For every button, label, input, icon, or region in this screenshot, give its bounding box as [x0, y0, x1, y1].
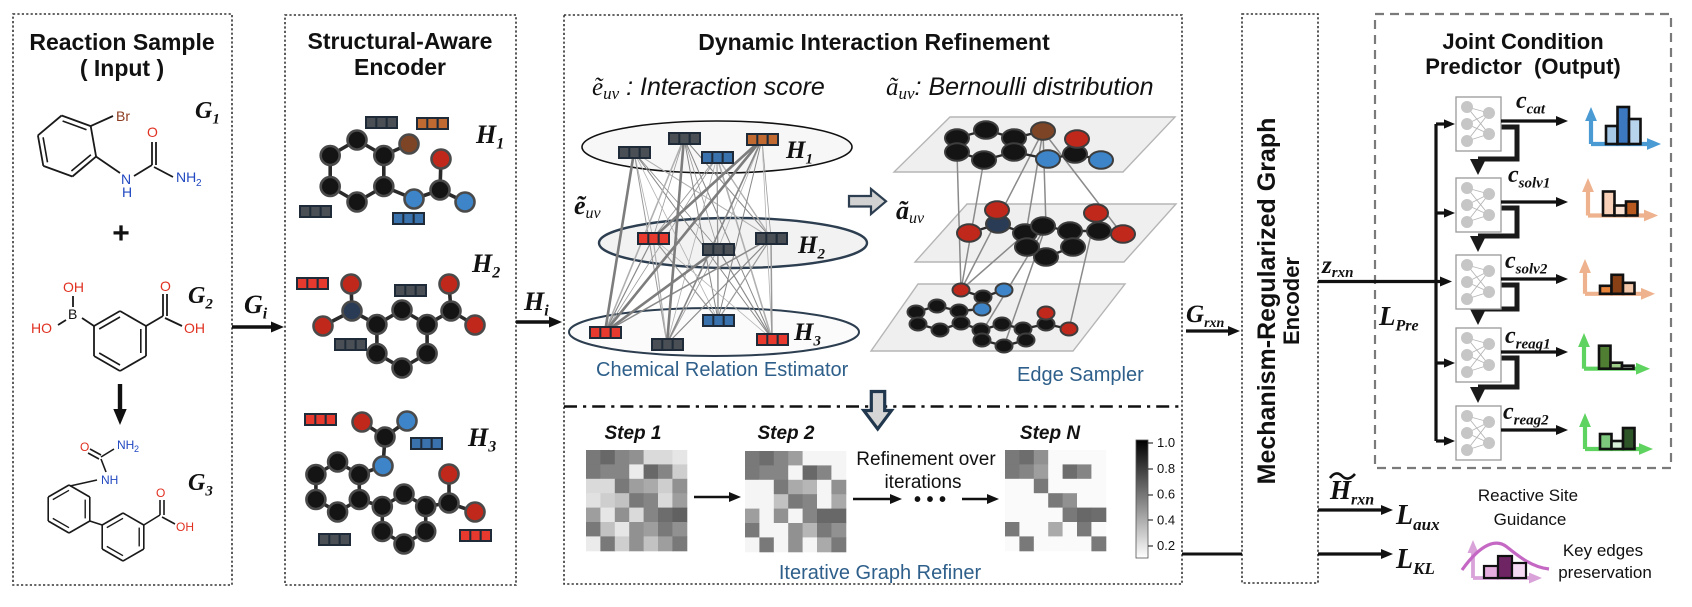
svg-text:B: B: [68, 306, 77, 322]
svg-text:Gi: Gi: [244, 290, 268, 323]
svg-text:Predictor (Output): Predictor (Output): [1425, 54, 1621, 79]
svg-text:ẽuv: ẽuv: [574, 191, 602, 222]
svg-text:H3: H3: [467, 423, 496, 456]
svg-text:H: H: [122, 184, 132, 200]
svg-text:OH: OH: [176, 520, 194, 534]
svg-text:ãuv: ãuv: [896, 196, 925, 227]
svg-text:• • •: • • •: [914, 489, 946, 511]
svg-text:O: O: [156, 486, 165, 500]
svg-text:Key edges: Key edges: [1563, 541, 1643, 560]
svg-text:O: O: [147, 124, 158, 140]
svg-text:O: O: [160, 278, 171, 294]
svg-text:preservation: preservation: [1558, 563, 1652, 582]
svg-text:Reactive Site: Reactive Site: [1478, 486, 1578, 505]
svg-text:Refinement over: Refinement over: [856, 449, 996, 470]
svg-text:NH: NH: [117, 438, 134, 452]
svg-text:0.2: 0.2: [1157, 538, 1175, 553]
svg-text:Chemical Relation Estimator: Chemical Relation Estimator: [596, 359, 849, 381]
svg-text:+: +: [112, 217, 130, 250]
svg-text:( Input ): ( Input ): [80, 55, 164, 81]
svg-text:Step 1: Step 1: [604, 423, 661, 444]
svg-text:OH: OH: [63, 279, 84, 295]
svg-text:0.8: 0.8: [1157, 461, 1175, 476]
svg-text:Mechanism-Regularized Graph: Mechanism-Regularized Graph: [1253, 118, 1281, 485]
svg-text:Dynamic Interaction Refinement: Dynamic Interaction Refinement: [698, 29, 1050, 55]
svg-text:Edge Sampler: Edge Sampler: [1017, 364, 1144, 386]
svg-text:NH: NH: [176, 169, 196, 185]
svg-text:Joint Condition: Joint Condition: [1442, 29, 1603, 54]
svg-text:Guidance: Guidance: [1494, 510, 1567, 529]
svg-text:Encoder: Encoder: [354, 54, 446, 80]
svg-text:iterations: iterations: [884, 472, 961, 493]
svg-text:OH: OH: [184, 320, 205, 336]
svg-text:2: 2: [134, 444, 139, 454]
svg-text:Encoder: Encoder: [1279, 257, 1304, 345]
svg-text:Step N: Step N: [1020, 423, 1081, 444]
svg-text:Iterative Graph Refiner: Iterative Graph Refiner: [779, 562, 982, 584]
svg-text:Structural-Aware: Structural-Aware: [308, 28, 493, 54]
svg-text:0.6: 0.6: [1157, 487, 1175, 502]
svg-text:ãuv: Bernoulli distribution: ãuv: Bernoulli distribution: [886, 73, 1154, 103]
svg-text:Reaction Sample: Reaction Sample: [29, 29, 214, 55]
svg-text:O: O: [80, 440, 89, 454]
svg-text:zrxn: zrxn: [1321, 252, 1353, 281]
svg-text:ẽuv : Interaction score: ẽuv : Interaction score: [592, 73, 825, 103]
svg-text:Step 2: Step 2: [757, 423, 814, 444]
svg-text:HO: HO: [31, 320, 52, 336]
svg-text:1.0: 1.0: [1157, 435, 1175, 450]
svg-text:0.4: 0.4: [1157, 512, 1175, 527]
svg-text:NH: NH: [101, 473, 118, 487]
svg-text:Br: Br: [116, 108, 130, 124]
svg-text:2: 2: [196, 178, 202, 189]
svg-text:LPre: LPre: [1378, 301, 1419, 335]
svg-text:N: N: [121, 171, 131, 187]
